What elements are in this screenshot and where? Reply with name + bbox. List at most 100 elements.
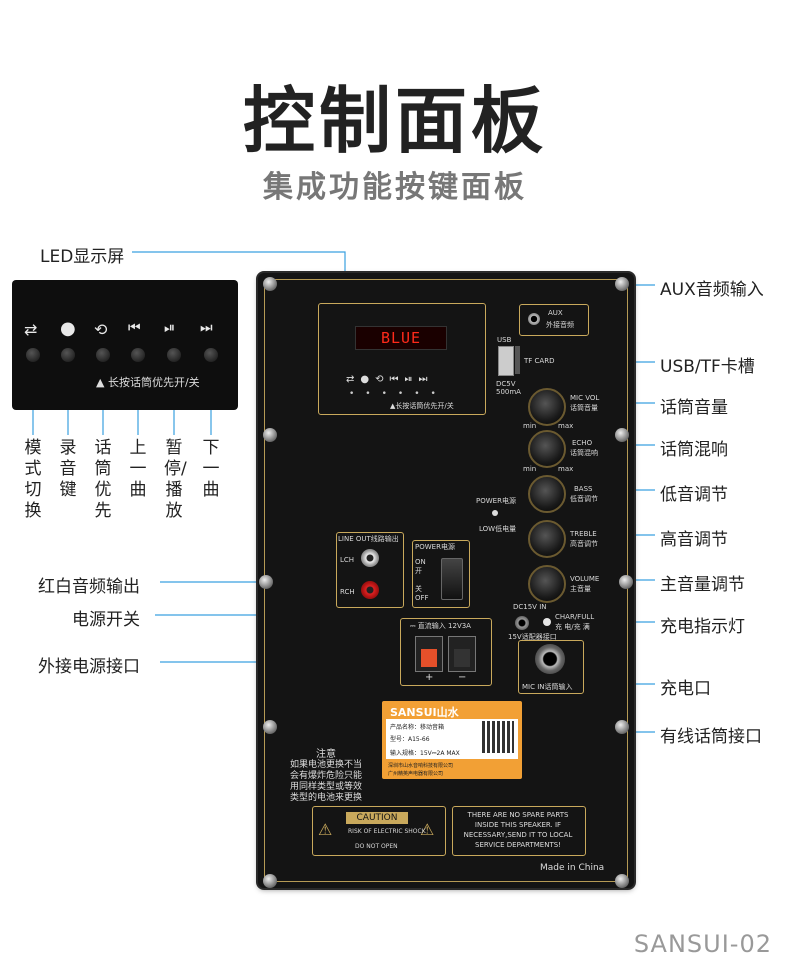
max-label: max xyxy=(558,422,574,430)
spare-parts-box xyxy=(452,806,586,856)
play-pause-button[interactable] xyxy=(167,348,181,362)
lch-label: LCH xyxy=(340,556,355,564)
label-mic-volume: 话筒音量 xyxy=(660,398,728,418)
mic-in-label: MIC IN话筒输入 xyxy=(522,683,573,691)
do-not-open: DO NOT OPEN xyxy=(355,843,398,850)
button-closeup: ⇄ ● ⟲ ⏮ ⏯ ⏭ ▲ 长按话筒优先开/关 xyxy=(12,280,238,410)
bass-knob[interactable] xyxy=(528,475,566,513)
knob-en: MIC VOL xyxy=(570,394,600,402)
notice-body: 如果电池更换不当会有爆炸危险只能用同样类型或等效类型的电池来更换 xyxy=(290,760,363,803)
line-out-label: LINE OUT线路输出 xyxy=(338,535,399,543)
play-pause-icon: ⏯ xyxy=(164,320,176,336)
next-button[interactable] xyxy=(204,348,218,362)
power-switch-box xyxy=(412,540,470,608)
power-led xyxy=(492,510,498,516)
tf-slot[interactable] xyxy=(515,346,520,374)
inset-caption: ▲ 长按话筒优先开/关 xyxy=(96,376,200,389)
mode-icon: ⇄ xyxy=(24,320,38,339)
caution-title: CAUTION xyxy=(346,812,408,824)
treble-knob[interactable] xyxy=(528,520,566,558)
screw xyxy=(615,277,629,291)
label-rca-output: 红白音频输出 xyxy=(38,577,140,597)
knob-cn: 话筒音量 xyxy=(570,404,598,412)
led-display: BLUE xyxy=(355,326,447,350)
mic-priority-button[interactable] xyxy=(96,348,110,362)
label-play-pause: 暂停/播放 xyxy=(164,438,187,521)
mode-button[interactable] xyxy=(26,348,40,362)
min-label: min xyxy=(523,465,537,473)
screw xyxy=(263,874,277,888)
charge-led xyxy=(543,618,551,626)
record-button[interactable] xyxy=(61,348,75,362)
knob-cn: 话筒混响 xyxy=(570,449,598,457)
label-mic-priority: 话筒优先 xyxy=(94,438,112,521)
label-bass: 低音调节 xyxy=(660,485,728,505)
next-icon: ⏭ xyxy=(200,320,213,336)
mic-volume-knob[interactable] xyxy=(528,388,566,426)
knob-cn: 低音调节 xyxy=(570,495,598,503)
echo-knob[interactable] xyxy=(528,430,566,468)
rch-label: RCH xyxy=(340,588,355,596)
page-subtitle: 集成功能按键面板 xyxy=(263,170,527,205)
notice-title: 注意 xyxy=(316,749,336,760)
screw xyxy=(619,575,633,589)
screw xyxy=(263,720,277,734)
charge-port[interactable] xyxy=(515,616,529,630)
product-label: SANSUI山水 产品名称：移动音箱 型号：A15-66 输入规格：15V⎓2A… xyxy=(382,701,522,779)
power-switch[interactable] xyxy=(441,558,463,600)
rca-red-jack[interactable] xyxy=(361,581,379,599)
usb-label: USB xyxy=(497,336,512,344)
aux-box xyxy=(519,304,589,336)
spare-parts-text: THERE ARE NO SPARE PARTS INSIDE THIS SPE… xyxy=(463,811,573,849)
label-next: 下一曲 xyxy=(202,438,220,500)
label-previous: 上一曲 xyxy=(129,438,147,500)
charge-sub-label: 15V适配器接口 xyxy=(508,633,557,641)
label-charge-led: 充电指示灯 xyxy=(660,617,745,637)
plus-label: + xyxy=(425,672,434,683)
qr-code xyxy=(482,721,514,753)
label-main-volume: 主音量调节 xyxy=(660,575,745,595)
mini-icon-row: ⇄●⟲⏮⏯⏭ xyxy=(346,374,434,385)
label-dc-input: 外接电源接口 xyxy=(38,657,140,677)
repeat-icon: ⟲ xyxy=(94,320,108,339)
usb-port[interactable] xyxy=(498,346,514,376)
display-caption: ▲长按话筒优先开/关 xyxy=(390,402,454,410)
knob-cn: 高音调节 xyxy=(570,540,598,548)
char-cn-label: 充 电/充 满 xyxy=(555,623,590,631)
screw xyxy=(259,575,273,589)
product-name: 产品名称：移动音箱 xyxy=(390,724,445,731)
volume-knob[interactable] xyxy=(528,565,566,603)
dc-terminal-minus[interactable] xyxy=(448,636,476,672)
label-led-display: LED显示屏 xyxy=(40,247,125,267)
knob-en: BASS xyxy=(574,485,593,493)
dc-terminal-plus[interactable] xyxy=(415,636,443,672)
char-full-label: CHAR/FULL xyxy=(555,613,595,621)
tf-label: TF CARD xyxy=(524,357,555,365)
model-number: 型号：A15-66 xyxy=(390,736,430,743)
label-charge-port: 充电口 xyxy=(660,679,711,699)
rca-white-jack[interactable] xyxy=(361,549,379,567)
label-treble: 高音调节 xyxy=(660,530,728,550)
minus-label: − xyxy=(458,672,467,683)
dc15v-label: DC15V IN xyxy=(513,603,547,611)
min-label: min xyxy=(523,422,537,430)
low-battery-label: LOW低电量 xyxy=(479,525,517,533)
mic-in-box xyxy=(518,640,584,694)
screw xyxy=(615,720,629,734)
made-in-label: Made in China xyxy=(540,863,605,873)
brand-logo: SANSUI山水 xyxy=(390,706,459,719)
mic-jack[interactable] xyxy=(535,644,565,674)
previous-icon: ⏮ xyxy=(128,320,141,336)
knob-en: TREBLE xyxy=(570,530,597,538)
dc-input-box xyxy=(400,618,492,686)
knob-en: VOLUME xyxy=(570,575,600,583)
previous-button[interactable] xyxy=(131,348,145,362)
aux-jack[interactable] xyxy=(528,313,540,325)
input-spec: 输入规格：15V⎓2A MAX xyxy=(390,750,460,757)
screw xyxy=(263,277,277,291)
knob-cn: 主音量 xyxy=(570,585,591,593)
caution-box xyxy=(312,806,446,856)
label-mic-jack: 有线话筒接口 xyxy=(660,727,762,747)
maker-2: 广州精英声电器有限公司 xyxy=(388,771,444,777)
aux-sub: 外接音频 xyxy=(546,321,574,329)
